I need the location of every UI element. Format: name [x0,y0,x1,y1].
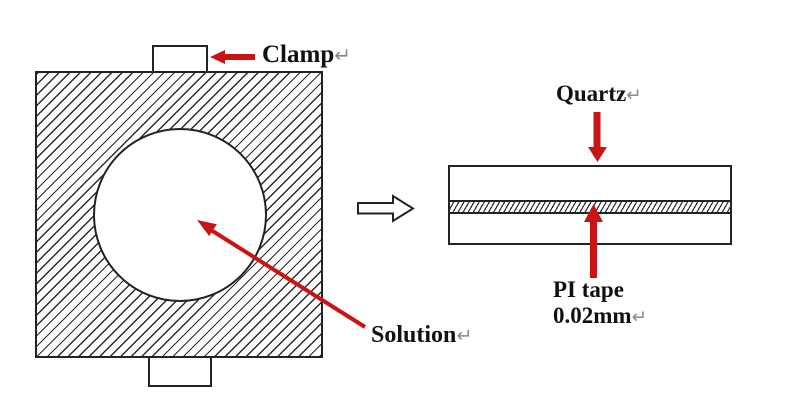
quartz-label: Quartz↵ [556,81,642,106]
solution-arrow-icon [197,220,367,329]
bottom-clamp-block [148,356,212,387]
return-mark: ↵ [456,324,473,347]
solution-cavity [93,128,267,302]
clamp-label: Clamp↵ [262,41,351,68]
pi-tape-arrow-icon [584,204,603,278]
return-mark: ↵ [334,43,351,67]
clamp-arrow-icon [210,50,255,64]
pi-tape-label: PI tape 0.02mm↵ [553,277,647,331]
transform-arrow-icon [357,194,415,223]
pi-tape-label-line2: 0.02mm↵ [553,303,647,331]
pi-tape-label-line1: PI tape [553,277,624,302]
quartz-arrow-icon [588,112,607,162]
quartz-label-text: Quartz [556,81,627,106]
clamp-label-text: Clamp [262,41,335,68]
solution-label: Solution↵ [371,322,473,348]
return-mark: ↵ [626,85,642,106]
return-mark: ↵ [631,307,647,328]
pi-tape-thickness-text: 0.02mm [553,303,632,328]
solution-label-text: Solution [371,322,457,348]
